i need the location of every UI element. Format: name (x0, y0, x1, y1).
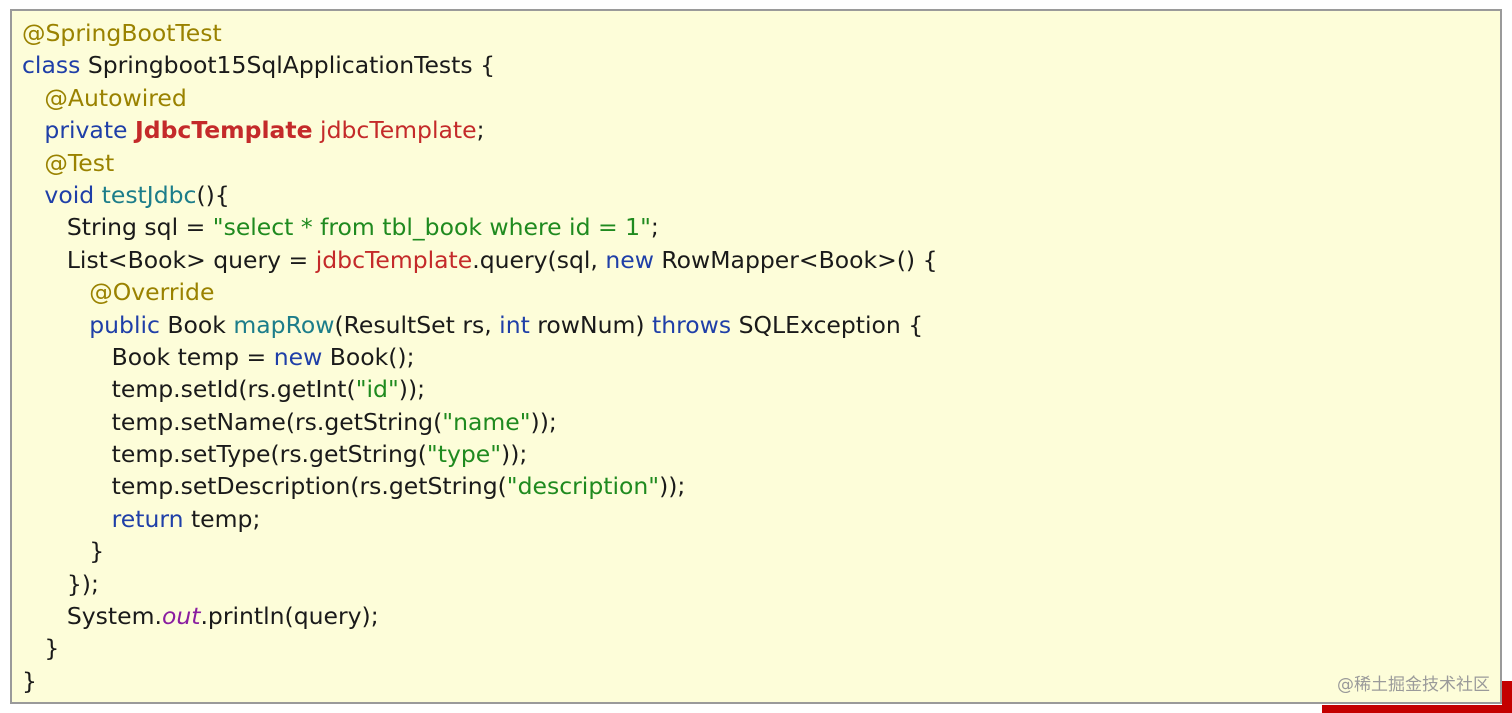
sql-declaration-suffix: ; (650, 213, 659, 242)
maprow-return-type: Book (159, 310, 234, 339)
corner-decoration (1502, 681, 1512, 713)
code-line-13: temp.setName(rs.getString("name")); (22, 406, 1500, 438)
temp-declaration-suffix: Book(); (322, 342, 415, 371)
method-test-jdbc-tail: (){ (196, 180, 230, 209)
code-line-5: @Test (22, 147, 1500, 179)
sql-declaration-prefix: String sql = (66, 213, 213, 242)
temp-declaration-prefix: Book temp = (111, 342, 274, 371)
println-prefix: System. (66, 602, 162, 631)
code-line-12: temp.setId(rs.getInt("id")); (22, 373, 1500, 405)
semicolon: ; (476, 116, 485, 145)
query-field-jdbc-template: jdbcTemplate (315, 245, 473, 274)
keyword-private: private (44, 116, 128, 145)
keyword-new-2: new (273, 342, 323, 371)
code-line-11: Book temp = new Book(); (22, 341, 1500, 373)
println-suffix: .println(query); (200, 602, 379, 631)
annotation-test: @Test (44, 148, 115, 177)
code-line-10: public Book mapRow(ResultSet rs, int row… (22, 309, 1500, 341)
string-id: "id" (355, 375, 399, 404)
keyword-int: int (499, 310, 530, 339)
method-map-row: mapRow (233, 310, 335, 339)
string-description: "description" (506, 472, 660, 501)
close-brace-class: } (22, 666, 37, 695)
set-type-prefix: temp.setType(rs.getString( (111, 440, 427, 469)
query-middle: .query(sql, (472, 245, 606, 274)
method-test-jdbc: testJdbc (101, 180, 197, 209)
code-line-1: @SpringBootTest (22, 17, 1500, 49)
string-name: "name" (442, 407, 531, 436)
code-line-15: temp.setDescription(rs.getString("descri… (22, 470, 1500, 502)
code-line-2: class Springboot15SqlApplicationTests { (22, 49, 1500, 81)
set-description-suffix: )); (659, 472, 686, 501)
keyword-new: new (605, 245, 654, 274)
code-line-14: temp.setType(rs.getString("type")); (22, 438, 1500, 470)
maprow-exception: SQLException { (731, 310, 924, 339)
code-line-4: private JdbcTemplate jdbcTemplate; (22, 114, 1500, 146)
bottom-edge-decoration (1322, 705, 1512, 713)
keyword-throws: throws (652, 310, 732, 339)
close-anonymous-class: }); (66, 569, 99, 598)
code-line-6: void testJdbc(){ (22, 179, 1500, 211)
code-line-17: } (22, 535, 1500, 567)
set-type-suffix: )); (501, 440, 528, 469)
code-line-3: @Autowired (22, 82, 1500, 114)
keyword-public: public (89, 310, 160, 339)
close-brace-method: } (44, 634, 60, 663)
code-line-19: System.out.println(query); (22, 600, 1500, 632)
code-line-9: @Override (22, 276, 1500, 308)
class-declaration: Springboot15SqlApplicationTests { (80, 51, 496, 80)
query-prefix: List<Book> query = (66, 245, 316, 274)
code-line-21: } (22, 665, 1500, 697)
string-type: "type" (426, 440, 502, 469)
keyword-class: class (22, 51, 81, 80)
type-jdbc-template: JdbcTemplate (135, 116, 313, 145)
static-field-out: out (161, 602, 201, 631)
code-line-18: }); (22, 568, 1500, 600)
maprow-params-end: rowNum) (529, 310, 653, 339)
keyword-return: return (111, 504, 184, 533)
code-line-7: String sql = "select * from tbl_book whe… (22, 211, 1500, 243)
close-brace-inner: } (89, 537, 105, 566)
annotation-spring-boot-test: @SpringBootTest (22, 19, 222, 47)
set-id-suffix: )); (398, 375, 426, 404)
sql-string-literal: "select * from tbl_book where id = 1" (212, 213, 651, 242)
code-line-20: } (22, 632, 1500, 664)
code-line-8: List<Book> query = jdbcTemplate.query(sq… (22, 244, 1500, 276)
query-suffix: RowMapper<Book>() { (653, 245, 938, 274)
watermark: @稀土掘金技术社区 (1337, 675, 1490, 695)
keyword-void: void (44, 180, 95, 209)
set-description-prefix: temp.setDescription(rs.getString( (111, 472, 507, 501)
maprow-params-start: (ResultSet rs, (334, 310, 500, 339)
set-name-prefix: temp.setName(rs.getString( (111, 407, 443, 436)
code-line-16: return temp; (22, 503, 1500, 535)
set-id-prefix: temp.setId(rs.getInt( (111, 375, 356, 404)
return-tail: temp; (183, 504, 261, 533)
code-block: @SpringBootTest class Springboot15SqlApp… (10, 9, 1502, 704)
annotation-override: @Override (89, 278, 215, 307)
annotation-autowired: @Autowired (44, 83, 187, 112)
set-name-suffix: )); (530, 407, 557, 436)
field-jdbc-template: jdbcTemplate (320, 116, 477, 145)
